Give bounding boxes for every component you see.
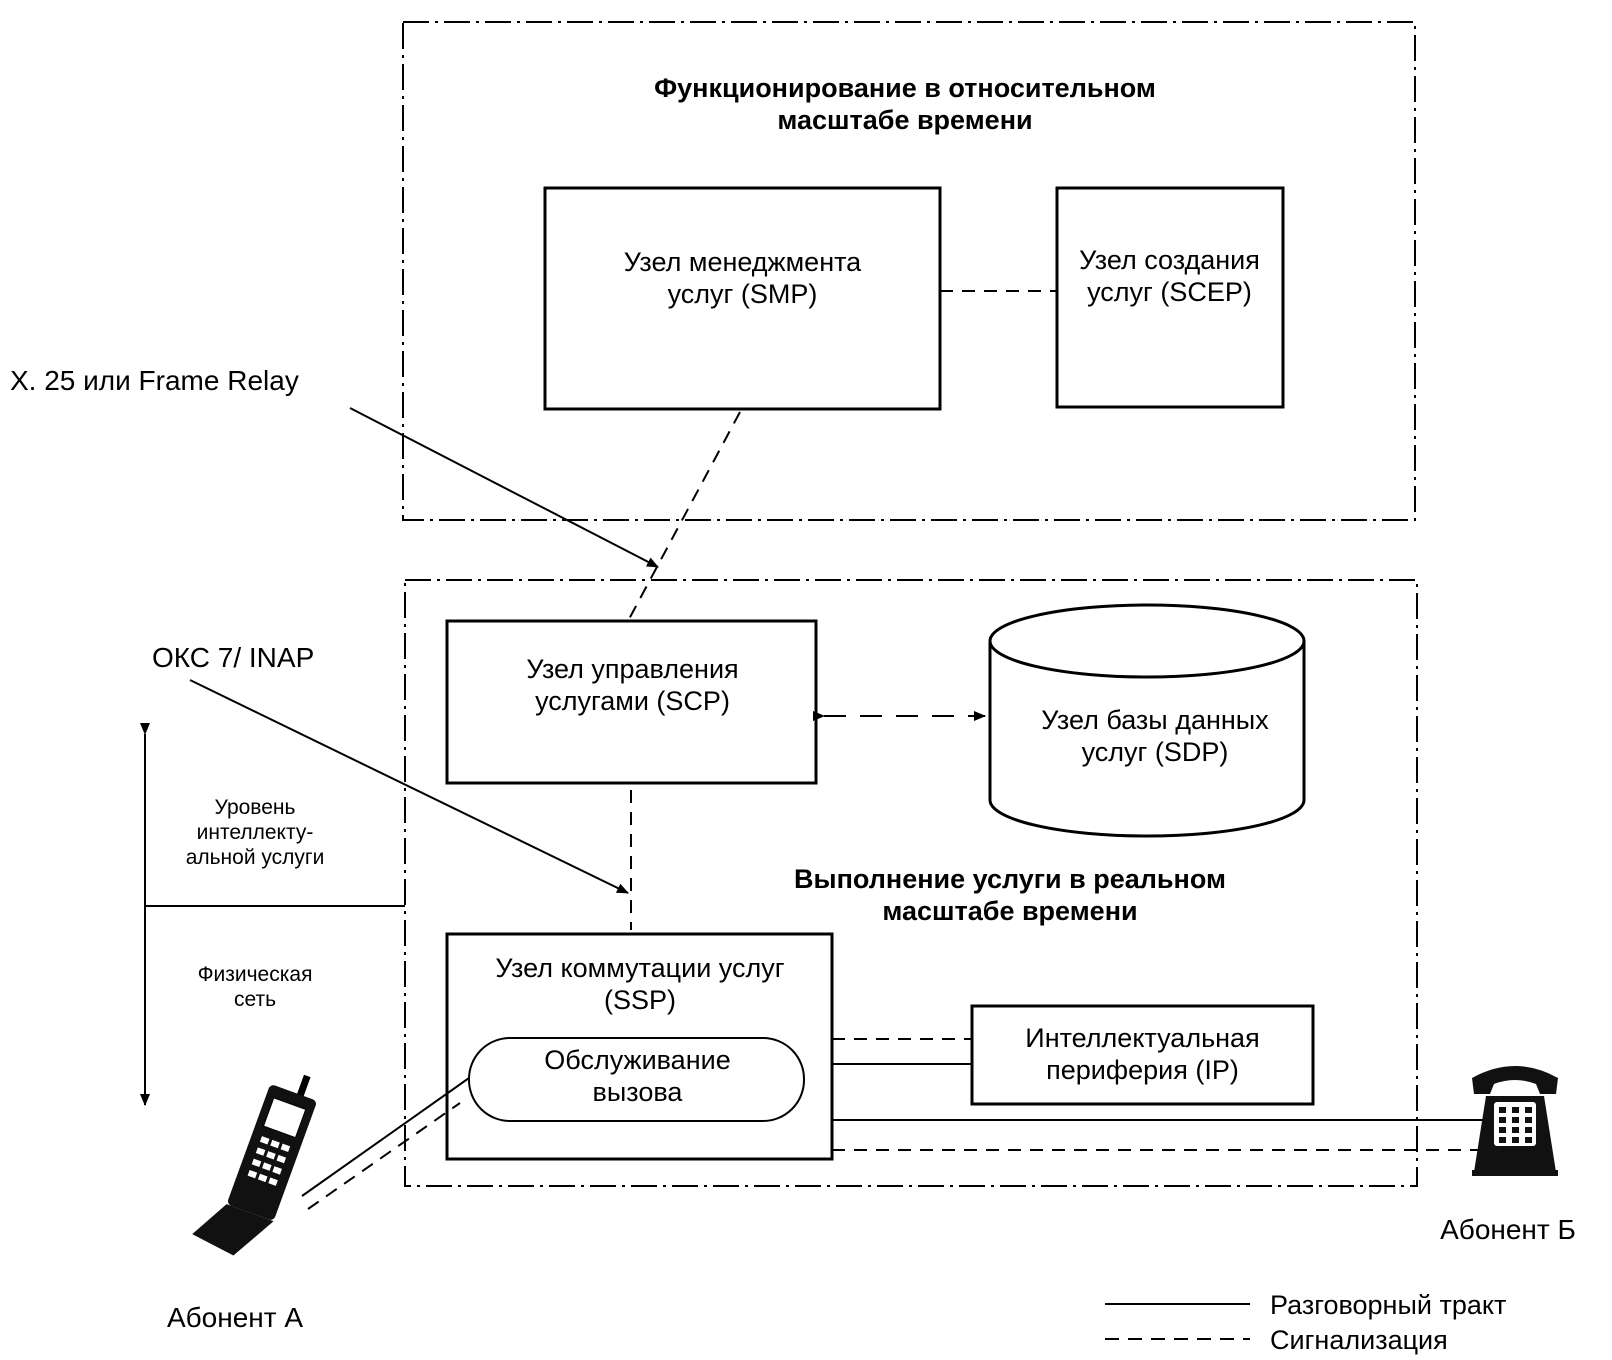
ip-box xyxy=(970,1004,1315,1106)
service-level-label: Уровень интеллекту- альной услуги xyxy=(185,796,325,870)
scep-box xyxy=(1055,186,1285,409)
scp-box xyxy=(445,619,818,785)
smp-box xyxy=(543,186,942,411)
ss7-arrow xyxy=(189,679,629,894)
realtime-region-frame xyxy=(404,579,1418,1187)
realtime-region-title: Выполнение услуги в реальном масштабе вр… xyxy=(794,864,1226,927)
offline-region-title: Функционирование в относительном масштаб… xyxy=(654,73,1156,136)
x25-label: X. 25 или Frame Relay xyxy=(10,365,299,396)
a-ssp-voice xyxy=(301,1077,470,1197)
subscriber-b-label: Абонент Б xyxy=(1440,1214,1576,1245)
ssp-label: Узел коммутации услуг (SSP) xyxy=(495,953,785,1016)
physical-network-label: Физическая сеть xyxy=(197,963,313,1012)
call-handling-label: Обслуживание вызова xyxy=(544,1045,731,1108)
legend-voice-label: Разговорный тракт xyxy=(1270,1290,1507,1320)
call-handling-oval xyxy=(468,1037,805,1122)
mobile-phone-icon xyxy=(192,1074,316,1256)
ss7-label: ОКС 7/ INAP xyxy=(152,642,315,673)
smp-scp-link xyxy=(627,411,741,622)
legend-signaling-label: Сигнализация xyxy=(1270,1325,1448,1355)
sdp-label: Узел базы данных услуг (SDP) xyxy=(1041,705,1269,768)
ip-label: Интеллектуальная периферия (IP) xyxy=(1025,1023,1260,1086)
sdp-cylinder xyxy=(988,603,1306,838)
offline-region-frame xyxy=(402,21,1416,521)
subscriber-a-label: Абонент А xyxy=(166,1302,304,1333)
scep-label: Узел создания услуг (SCEP) xyxy=(1079,245,1260,308)
smp-label: Узел менеджмента услуг (SMP) xyxy=(623,247,862,310)
scp-label: Узел управления услугами (SCP) xyxy=(526,654,739,717)
desk-phone-icon xyxy=(1472,1066,1558,1176)
x25-arrow xyxy=(349,407,659,568)
a-ssp-signaling xyxy=(307,1102,461,1210)
